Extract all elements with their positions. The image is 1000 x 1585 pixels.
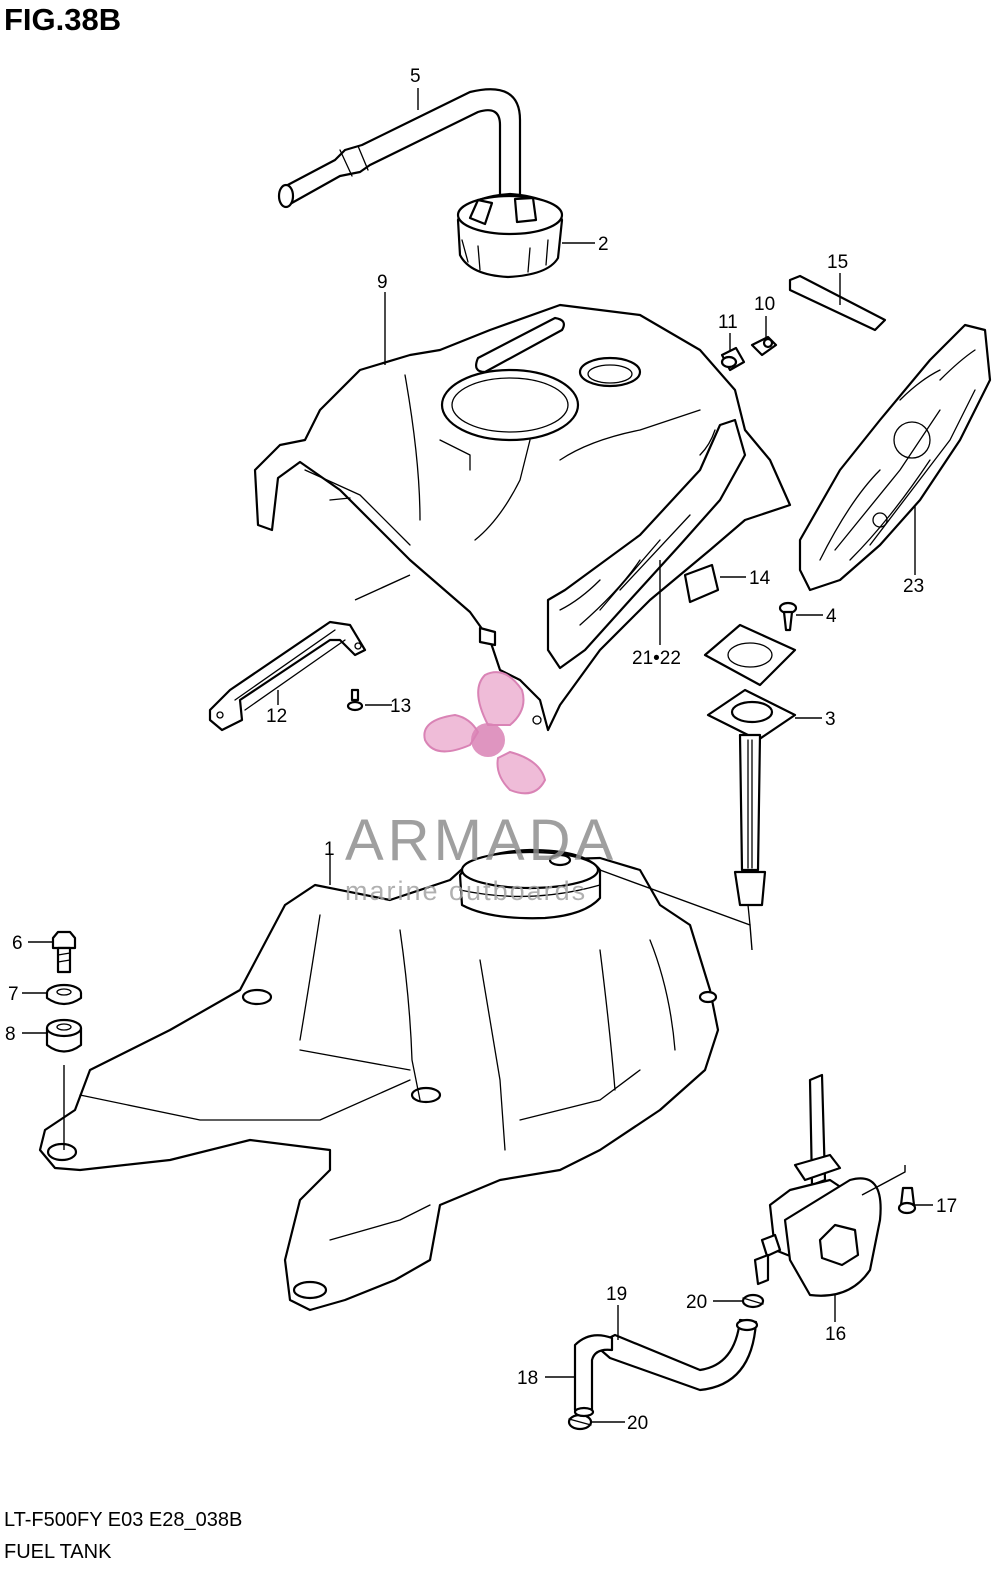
callout-17: 17 — [936, 1196, 957, 1217]
gasket — [703, 623, 797, 687]
part-17-screw — [897, 1186, 917, 1215]
callout-18: 18 — [517, 1368, 538, 1389]
propeller-blade-left — [423, 713, 480, 753]
part-20-clamp-lower — [567, 1413, 593, 1431]
part-13-screw — [346, 688, 364, 712]
callout-15: 15 — [827, 252, 848, 273]
propeller-hub — [471, 723, 505, 757]
callout-14: 14 — [749, 568, 771, 589]
callout-10: 10 — [754, 294, 775, 315]
part-9-tank-cover — [253, 303, 792, 732]
callout-13: 13 — [390, 696, 411, 717]
watermark-brand: ARMADA — [345, 808, 617, 873]
callout-20-lower: 20 — [627, 1413, 648, 1434]
watermark: ARMADA marine outboards — [345, 671, 617, 906]
callout-12: 12 — [266, 706, 287, 727]
part-18-fuel-hose — [573, 1334, 614, 1418]
part-10-clip — [750, 335, 778, 357]
part-15-pad — [788, 274, 887, 332]
callout-labels: 5 2 9 15 10 11 14 4 21•22 23 3 13 12 1 6… — [5, 66, 957, 1434]
callout-23: 23 — [903, 576, 924, 597]
callout-5: 5 — [410, 66, 421, 87]
part-7-washer — [45, 983, 83, 1006]
callout-8: 8 — [5, 1024, 16, 1045]
part-4-screw — [778, 601, 798, 632]
part-5-breather-hose — [277, 88, 522, 209]
callout-19: 19 — [606, 1284, 627, 1305]
callout-4: 4 — [826, 606, 837, 627]
callout-11: 11 — [718, 312, 738, 333]
part-3-fuel-sender — [706, 688, 797, 926]
propeller-blade-top — [477, 671, 525, 726]
callout-16: 16 — [825, 1324, 846, 1345]
part-14-seal — [683, 563, 720, 604]
part-12-bracket — [208, 620, 367, 732]
callout-1: 1 — [324, 839, 335, 860]
part-20-clamp-upper — [741, 1293, 765, 1309]
callout-20-upper: 20 — [686, 1292, 707, 1313]
part-11-grommet — [720, 346, 746, 372]
propeller-logo — [423, 671, 547, 795]
part-6-bolt — [51, 930, 77, 974]
part-23-emblem — [798, 323, 992, 592]
part-2-fuel-cap — [456, 192, 564, 279]
callout-6: 6 — [12, 933, 23, 954]
part-8-cushion — [45, 1018, 83, 1053]
callout-2: 2 — [598, 234, 609, 255]
figure-title: FIG.38B — [4, 2, 122, 37]
section-name: FUEL TANK — [4, 1541, 112, 1563]
part-16-fuel-valve — [753, 1073, 882, 1297]
model-code: LT-F500FY E03 E28_038B — [4, 1509, 243, 1531]
callout-3: 3 — [825, 709, 836, 730]
leader-lines — [22, 88, 933, 1423]
callout-9: 9 — [377, 272, 388, 293]
callout-21-22: 21•22 — [632, 648, 681, 669]
watermark-tagline: marine outboards — [345, 876, 587, 906]
propeller-blade-right — [496, 750, 547, 795]
part-1-fuel-tank — [38, 848, 720, 1312]
callout-7: 7 — [8, 984, 19, 1005]
part-19-fuel-hose — [593, 1318, 759, 1392]
